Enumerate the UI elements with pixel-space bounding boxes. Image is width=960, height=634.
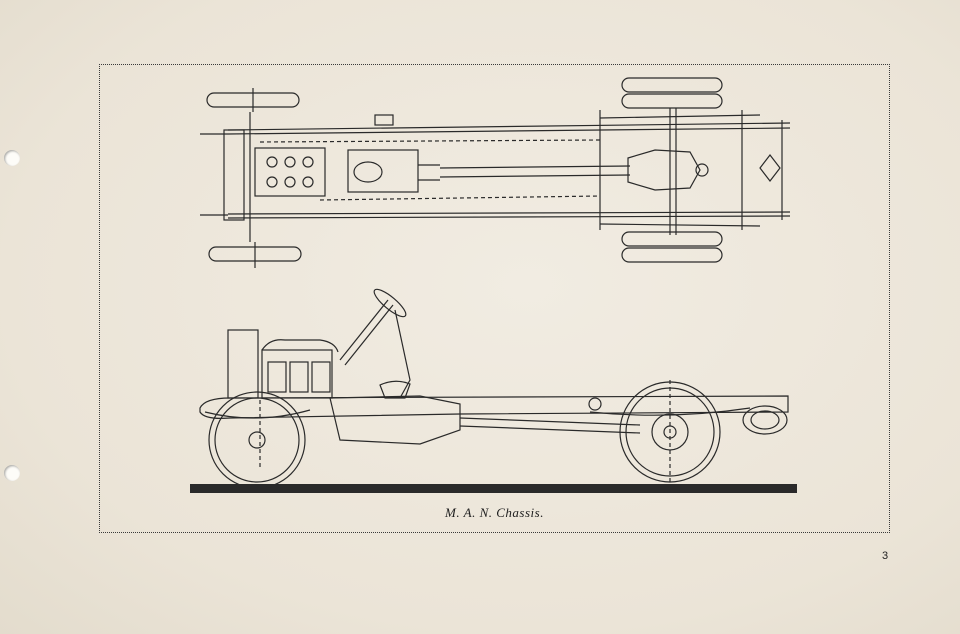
- page-number: 3: [882, 550, 889, 562]
- chassis-plan-view: [200, 77, 791, 268]
- punch-hole-bottom: [4, 465, 20, 481]
- illustration-frame: [99, 64, 890, 533]
- punch-hole-top: [4, 150, 20, 166]
- chassis-side-view: [190, 288, 797, 493]
- figure-caption: M. A. N. Chassis.: [445, 505, 544, 520]
